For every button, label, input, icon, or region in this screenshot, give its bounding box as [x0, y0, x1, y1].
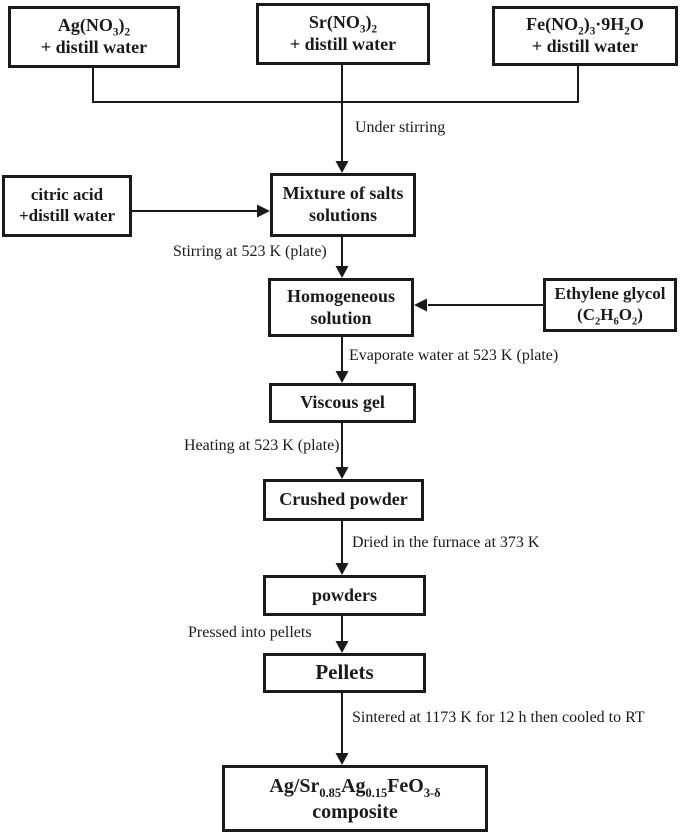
label-heating-523k: Heating at 523 K (plate): [184, 437, 340, 454]
bus-line: [92, 66, 579, 103]
box-citric-acid: citric acid +distill water: [2, 175, 132, 237]
ethylene-glycol-name: Ethylene glycol: [554, 284, 666, 304]
box-iron-nitrate: Fe(NO2)3·9H2O + distill water: [492, 6, 678, 66]
citric-acid-line2: +distill water: [18, 206, 116, 225]
box-viscous-gel: Viscous gel: [269, 383, 416, 423]
arrow-homogeneous-to-viscous-head: [335, 371, 349, 383]
arrow-crushed-to-powders-head: [335, 563, 349, 575]
box-mixture-of-salts: Mixture of salts solutions: [270, 173, 416, 237]
arrow-powders-to-pellets-head: [335, 641, 349, 653]
final-composite-line2: composite: [312, 800, 398, 823]
viscous-gel-label: Viscous gel: [300, 392, 385, 413]
label-dried-furnace: Dried in the furnace at 373 K: [352, 534, 540, 551]
label-sintered-1173k: Sintered at 1173 K for 12 h then cooled …: [352, 709, 645, 726]
homogeneous-line1: Homogeneous: [287, 285, 395, 306]
box-final-composite: Ag/Sr0.85Ag0.15FeO3-δ composite: [222, 765, 488, 832]
arrow-ethylene-to-homogeneous-head: [414, 298, 427, 312]
ethylene-glycol-formula: (C2H6O2): [577, 305, 643, 328]
strontium-nitrate-solvent: + distill water: [289, 34, 397, 54]
box-crushed-powder: Crushed powder: [263, 479, 424, 521]
iron-nitrate-solvent: + distill water: [531, 36, 639, 56]
box-homogeneous-solution: Homogeneous solution: [268, 278, 414, 337]
box-ethylene-glycol: Ethylene glycol (C2H6O2): [543, 278, 677, 332]
box-pellets: Pellets: [263, 653, 426, 693]
pellets-label: Pellets: [315, 660, 374, 685]
silver-nitrate-solvent: + distill water: [40, 37, 148, 57]
strontium-nitrate-formula: Sr(NO3)2: [308, 12, 378, 36]
iron-nitrate-formula: Fe(NO2)3·9H2O: [526, 14, 644, 38]
label-evaporate-water: Evaporate water at 523 K (plate): [349, 347, 559, 364]
powders-label: powders: [311, 584, 377, 605]
mixture-line1: Mixture of salts: [282, 183, 404, 204]
arrow-viscous-to-crushed-head: [335, 467, 349, 479]
arrow-citric-to-mixture-head: [257, 204, 270, 218]
arrow-mixture-to-homogeneous-head: [335, 266, 349, 278]
label-stirring-523k: Stirring at 523 K (plate): [173, 243, 327, 260]
arrow-pellets-to-final-head: [335, 753, 349, 765]
box-silver-nitrate: Ag(NO3)2 + distill water: [8, 6, 180, 68]
label-pressed-pellets: Pressed into pellets: [188, 624, 312, 641]
arrow-to-mixture-head: [335, 161, 349, 173]
final-composite-formula: Ag/Sr0.85Ag0.15FeO3-δ: [269, 774, 441, 800]
homogeneous-line2: solution: [310, 307, 372, 328]
box-powders: powders: [263, 575, 426, 616]
citric-acid-line1: citric acid: [30, 185, 104, 205]
mixture-line2: solutions: [308, 205, 378, 225]
box-strontium-nitrate: Sr(NO3)2 + distill water: [256, 3, 430, 65]
label-under-stirring: Under stirring: [355, 119, 446, 136]
silver-nitrate-formula: Ag(NO3)2: [57, 15, 131, 39]
crushed-powder-label: Crushed powder: [279, 489, 408, 510]
